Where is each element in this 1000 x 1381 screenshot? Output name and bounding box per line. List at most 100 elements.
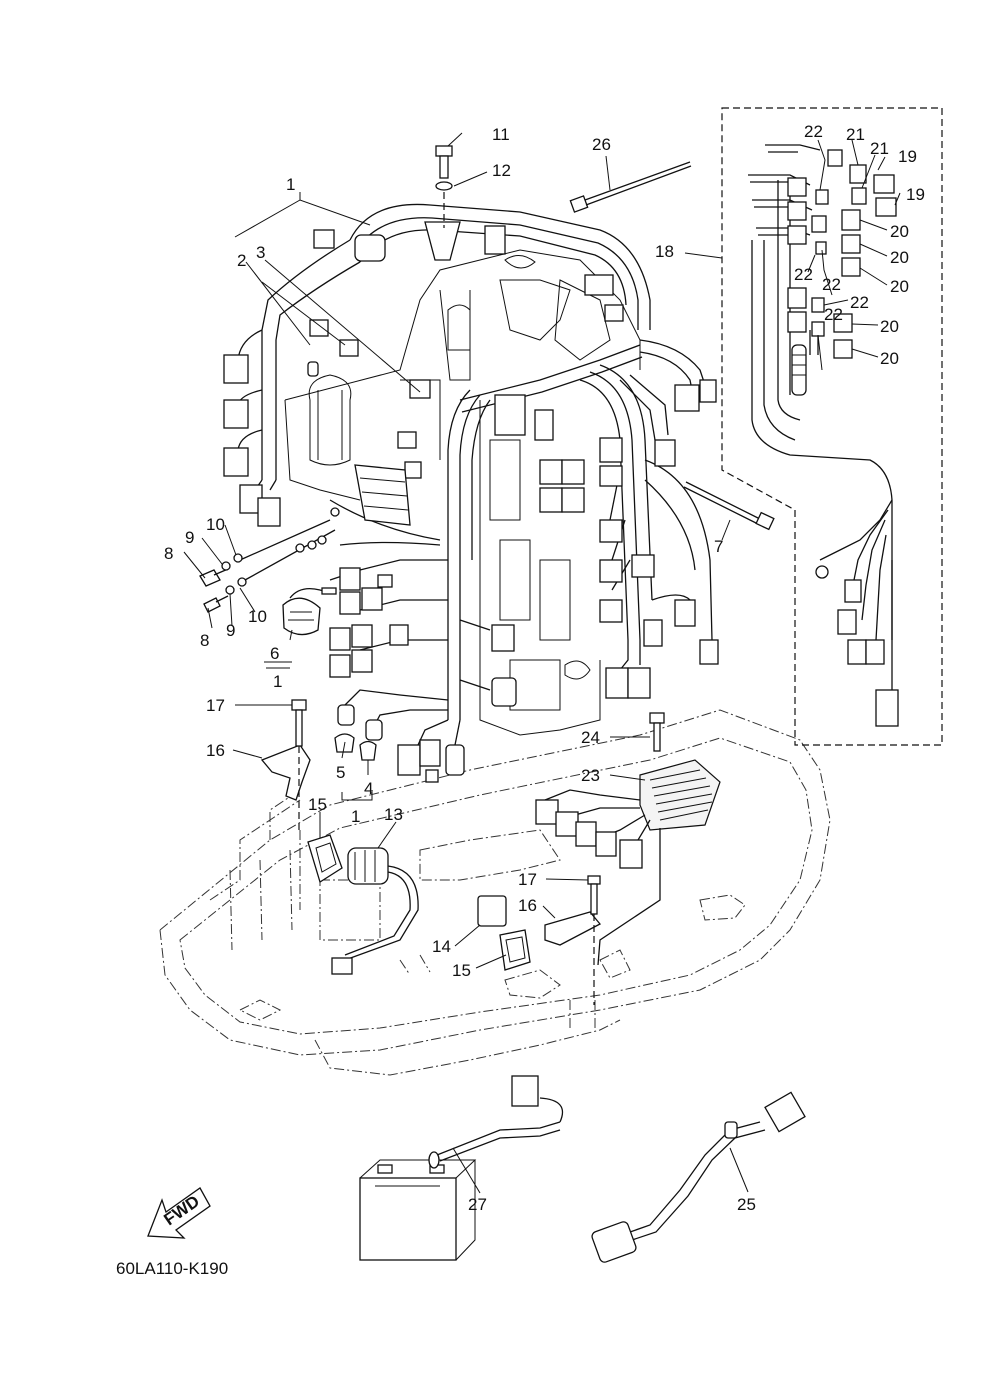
connector-block <box>354 464 411 526</box>
connector <box>339 591 361 615</box>
connector-21 <box>849 164 867 184</box>
connector <box>619 839 643 869</box>
connector <box>223 354 249 384</box>
callout-19: 19 <box>906 185 925 204</box>
callout-27: 27 <box>468 1195 487 1214</box>
part-25-extension-harness <box>591 1091 806 1263</box>
battery <box>359 1177 457 1261</box>
ring-terminal <box>815 565 829 579</box>
connector <box>787 177 807 197</box>
callout-22: 22 <box>794 265 813 284</box>
connector <box>491 624 515 652</box>
callout-16: 16 <box>518 896 537 915</box>
connector <box>561 487 585 513</box>
callout-20: 20 <box>890 248 909 267</box>
grommet-15 <box>499 929 531 971</box>
callout-26: 26 <box>592 135 611 154</box>
callout-23: 23 <box>581 766 600 785</box>
connector <box>865 639 885 665</box>
connector <box>313 229 335 249</box>
connector-20 <box>841 234 861 254</box>
callout-10: 10 <box>206 515 225 534</box>
connector <box>599 599 623 623</box>
washer-10 <box>233 553 243 563</box>
connector <box>604 304 624 322</box>
callout-20: 20 <box>890 277 909 296</box>
washer-12 <box>435 181 453 191</box>
connector <box>257 497 281 527</box>
connector <box>329 654 351 678</box>
callout-8: 8 <box>200 631 209 650</box>
callout-6: 6 <box>270 644 279 663</box>
switch-14 <box>477 895 507 927</box>
connector <box>595 831 617 857</box>
callout-24: 24 <box>581 728 600 747</box>
connector <box>351 649 373 673</box>
connector <box>331 957 353 975</box>
callout-20: 20 <box>890 222 909 241</box>
washer-9 <box>221 561 231 571</box>
callout-21: 21 <box>870 139 889 158</box>
leader-lines <box>183 132 901 1194</box>
connector <box>389 624 409 646</box>
part-23-rectifier <box>535 712 721 966</box>
connector <box>361 587 383 611</box>
callout-17: 17 <box>206 696 225 715</box>
connector-22 <box>811 321 825 337</box>
connector <box>539 459 563 485</box>
connector <box>674 599 696 627</box>
connector <box>511 1075 539 1107</box>
fwd-arrow: FWD <box>147 1187 211 1239</box>
connector <box>354 234 386 262</box>
connector-20 <box>833 313 853 333</box>
connector-19 <box>875 197 897 217</box>
callout-9: 9 <box>185 528 194 547</box>
harness-connectors <box>223 221 719 783</box>
connector <box>397 431 417 449</box>
callout-7: 7 <box>714 537 723 556</box>
connector <box>844 579 862 603</box>
connector <box>409 379 431 399</box>
bottom-cowling-outline <box>159 709 831 1076</box>
part-11-bolt <box>435 145 453 228</box>
callout-4: 4 <box>364 779 373 798</box>
connector <box>827 149 843 167</box>
bolt-8 <box>203 597 221 613</box>
connector <box>534 409 554 441</box>
connector <box>599 465 623 487</box>
grommet <box>424 221 461 261</box>
callout-22: 22 <box>822 275 841 294</box>
connector <box>643 619 663 647</box>
diagram-code: 60LA110-K190 <box>116 1259 228 1278</box>
connector-20 <box>841 209 861 231</box>
connector <box>599 519 623 543</box>
connector-20 <box>833 339 853 359</box>
connector <box>631 554 655 578</box>
callout-14: 14 <box>432 937 451 956</box>
callout-1: 1 <box>351 807 360 826</box>
connector <box>404 461 422 479</box>
callout-5: 5 <box>336 763 345 782</box>
ground-fasteners <box>199 507 340 613</box>
part-7-cable-tie <box>683 481 775 531</box>
callout-21: 21 <box>846 125 865 144</box>
connector <box>339 339 359 357</box>
connector <box>484 225 506 255</box>
part-16-bracket-left <box>260 699 311 830</box>
connector <box>494 394 526 436</box>
connector <box>329 627 351 651</box>
connector-20 <box>841 257 861 277</box>
connector <box>419 739 441 767</box>
connector <box>599 559 623 583</box>
connector <box>654 439 676 467</box>
callout-2: 2 <box>237 251 246 270</box>
callout-labels: 1 2 3 11 12 26 18 7 22 21 21 19 19 20 20… <box>164 122 925 1214</box>
terminal <box>377 574 393 588</box>
connector <box>491 677 517 707</box>
connector <box>337 704 355 726</box>
connector <box>445 744 465 776</box>
connector <box>605 667 629 699</box>
connector <box>539 487 563 513</box>
connector <box>351 624 373 648</box>
